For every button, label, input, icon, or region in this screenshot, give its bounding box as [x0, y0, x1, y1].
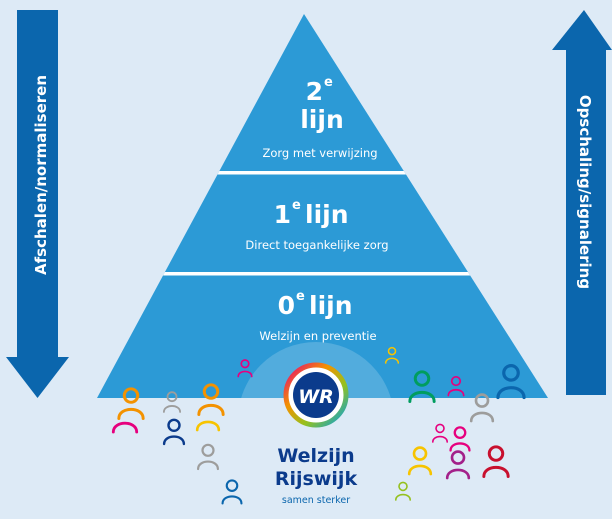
down-arrow: Afschalen/normaliseren: [6, 10, 69, 398]
tier-0: 0 e lijn Welzijn en preventie: [259, 289, 376, 343]
tier-0-subtitle: Welzijn en preventie: [259, 329, 376, 343]
person-icon: [407, 446, 433, 476]
tier-1: 1 e lijn Direct toegankelijke zorg: [245, 198, 388, 252]
tier-1-superscript: e: [292, 198, 301, 213]
tier-0-number: 0: [278, 291, 295, 320]
person-icon: [384, 346, 400, 364]
tier-1-subtitle: Direct toegankelijke zorg: [245, 238, 388, 252]
tier-1-word: lijn: [305, 200, 349, 229]
tier-0-superscript: e: [296, 289, 305, 304]
logo-monogram: WR: [298, 386, 334, 408]
pyramid: [97, 14, 548, 398]
person-icon: [394, 481, 412, 501]
person-icon: [496, 364, 526, 400]
person-icon: [195, 420, 221, 432]
logo-line2: Rijswijk: [275, 468, 358, 490]
people-left: [111, 359, 253, 505]
person-icon: [111, 421, 139, 434]
logo-line1: Welzijn: [277, 445, 354, 467]
up-arrow: Opschaling/signalering: [552, 10, 612, 395]
tier-1-number: 1: [274, 200, 291, 229]
person-icon: [162, 418, 186, 446]
tier-divider: [97, 171, 548, 175]
people-right: [384, 346, 526, 501]
logo-halo: [238, 342, 394, 398]
person-icon: [445, 450, 471, 480]
tier-2-number: 2: [306, 77, 323, 106]
tier-2-word: lijn: [300, 105, 344, 134]
person-icon: [197, 383, 225, 416]
tier-0-word: lijn: [309, 291, 353, 320]
logo: WR Welzijn Rijswijk samen sterker: [275, 362, 358, 506]
person-icon: [449, 426, 471, 452]
person-icon: [431, 423, 449, 443]
tier-2: 2 e lijn Zorg met verwijzing: [262, 75, 377, 160]
left-arrow-label: Afschalen/normaliseren: [32, 75, 50, 275]
person-icon: [237, 359, 253, 378]
person-icon: [447, 375, 465, 397]
logo-tagline: samen sterker: [282, 495, 350, 506]
person-icon: [196, 443, 220, 471]
tier-2-subtitle: Zorg met verwijzing: [262, 146, 377, 160]
person-icon: [162, 391, 182, 413]
tier-divider: [97, 272, 548, 276]
person-icon: [117, 387, 145, 420]
person-icon: [469, 393, 495, 423]
tier-2-superscript: e: [324, 75, 333, 90]
logo-disc: [293, 372, 339, 418]
person-icon: [221, 479, 243, 505]
person-icon: [482, 445, 510, 478]
person-icon: [408, 370, 436, 403]
right-arrow-label: Opschaling/signalering: [576, 95, 594, 289]
